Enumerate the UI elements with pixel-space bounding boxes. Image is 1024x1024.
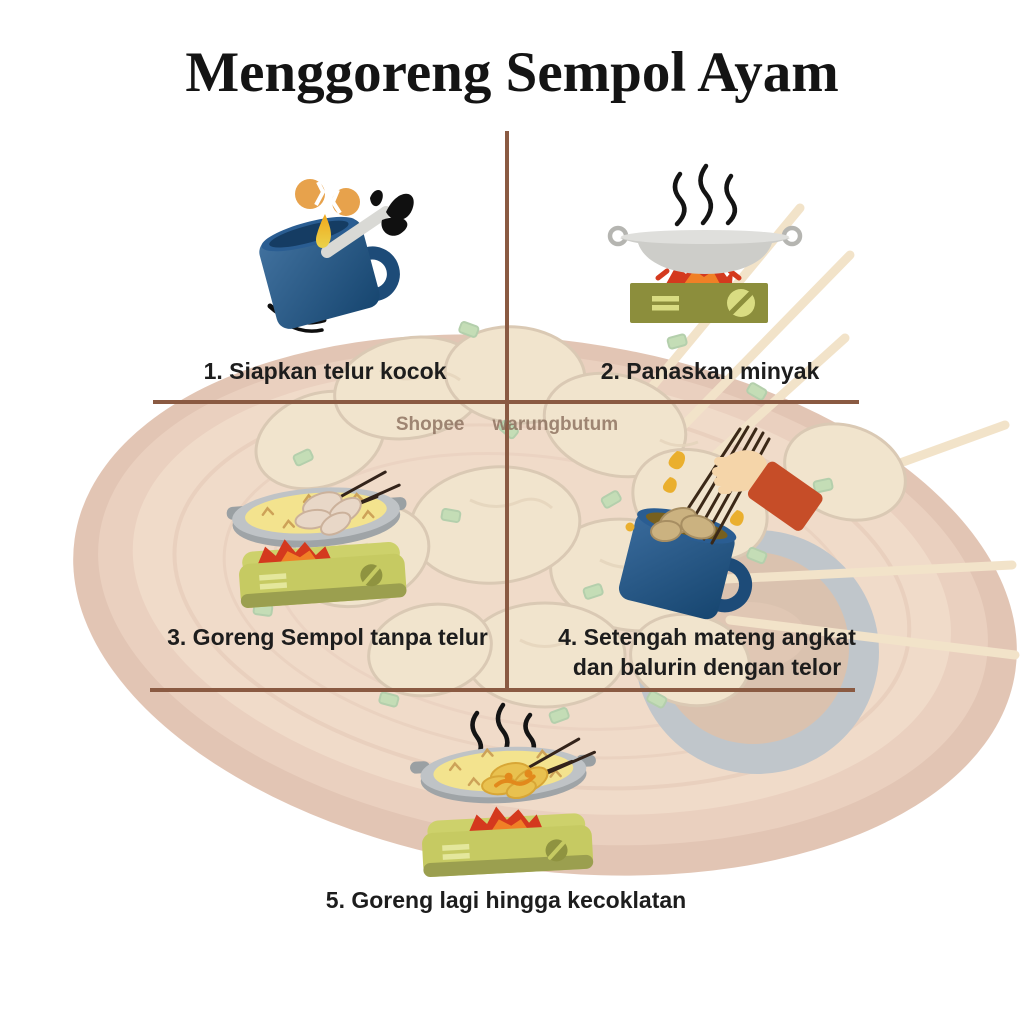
divider-vertical <box>505 131 509 690</box>
egg-drizzle <box>494 769 536 788</box>
step1-caption: 1. Siapkan telur kocok <box>203 358 447 384</box>
step1-mug-whisk-egg-icon <box>259 179 414 333</box>
sleeve <box>747 461 823 531</box>
whisk-wires <box>370 189 414 236</box>
step2-caption: 2. Panaskan minyak <box>600 358 820 384</box>
portable-stove <box>239 553 407 608</box>
step3-caption: 3. Goreng Sempol tanpa telur <box>167 624 488 650</box>
hand-icon <box>712 450 768 494</box>
step4-caption-line2: dan balurin dengan telor <box>572 654 842 681</box>
divider-horizontal-top <box>153 400 859 404</box>
step4-caption-line1: 4. Setengah mateng angkat <box>558 624 856 650</box>
egg-yolk-drip <box>316 214 332 248</box>
egg-splash-drops <box>625 451 744 532</box>
cracked-egg-shells <box>295 179 360 216</box>
step4-caption: 4. Setengah mateng angkat dan balurin de… <box>517 622 897 683</box>
step2-wok-stove-icon <box>607 163 803 323</box>
portable-stove <box>630 283 768 323</box>
whisk-handle <box>321 206 392 258</box>
step5-caption: 5. Goreng lagi hingga kecoklatan <box>325 887 687 913</box>
sempol-pieces-raw <box>294 491 362 536</box>
step3-frying-pan-icon <box>226 470 407 608</box>
wok-icon <box>607 225 803 274</box>
page-title: Menggoreng Sempol Ayam <box>185 41 839 104</box>
portable-stove <box>422 825 594 877</box>
watermark: Shopee warungbutum <box>0 414 1014 436</box>
step5-frying-pan-icon <box>410 702 596 877</box>
oil-bubbles <box>261 492 375 529</box>
watermark-brand: Shopee <box>395 414 465 435</box>
sempol-pieces-dipped <box>650 506 716 543</box>
divider-horizontal-bottom <box>150 688 855 692</box>
steam-icon <box>672 163 738 227</box>
watermark-store: warungbutum <box>492 414 619 435</box>
step4-hand-dip-mug-icon <box>618 425 823 620</box>
